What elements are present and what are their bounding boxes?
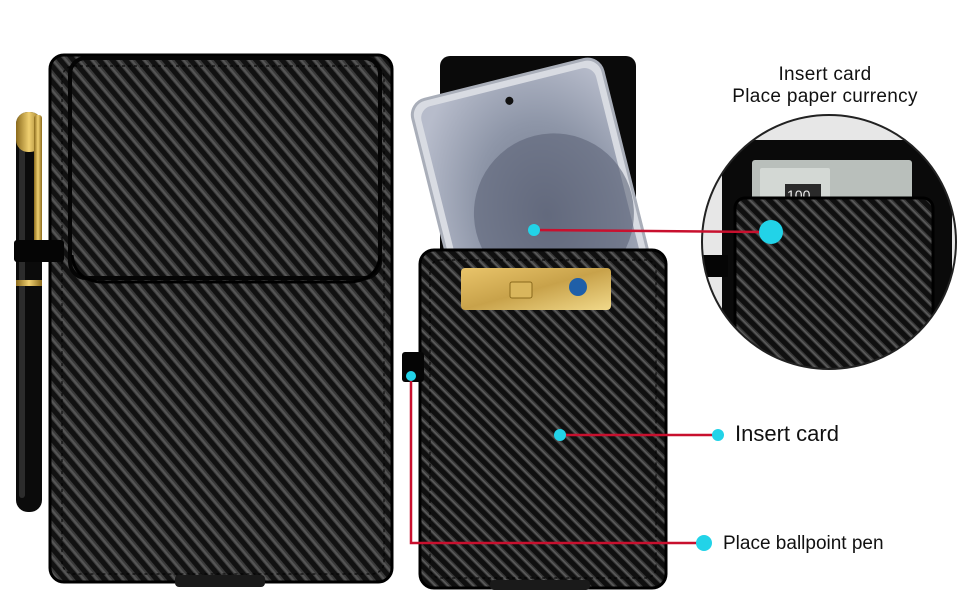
leader-line-top [533,228,771,234]
detail-inset: 100 [701,114,957,370]
callout-insert-card: Insert card [735,421,839,446]
dot-pen-loop [406,371,416,381]
dot-insert-card [712,429,724,441]
callout-dots [406,220,783,551]
dot-ballpoint-pen [696,535,712,551]
dot-inset [759,220,783,244]
callout-top-line1: Insert card [778,64,872,85]
callout-insert-card-currency: Insert card Place paper currency [700,64,950,108]
dot-phone [528,224,540,236]
open-case [402,56,668,590]
leader-line-bottom [409,376,704,545]
callout-lines [409,228,771,545]
ballpoint-pen [14,112,64,512]
closed-case [48,53,394,587]
callout-top-line2: Place paper currency [732,86,918,107]
callout-ballpoint-pen: Place ballpoint pen [723,533,884,554]
dot-pocket [554,429,566,441]
